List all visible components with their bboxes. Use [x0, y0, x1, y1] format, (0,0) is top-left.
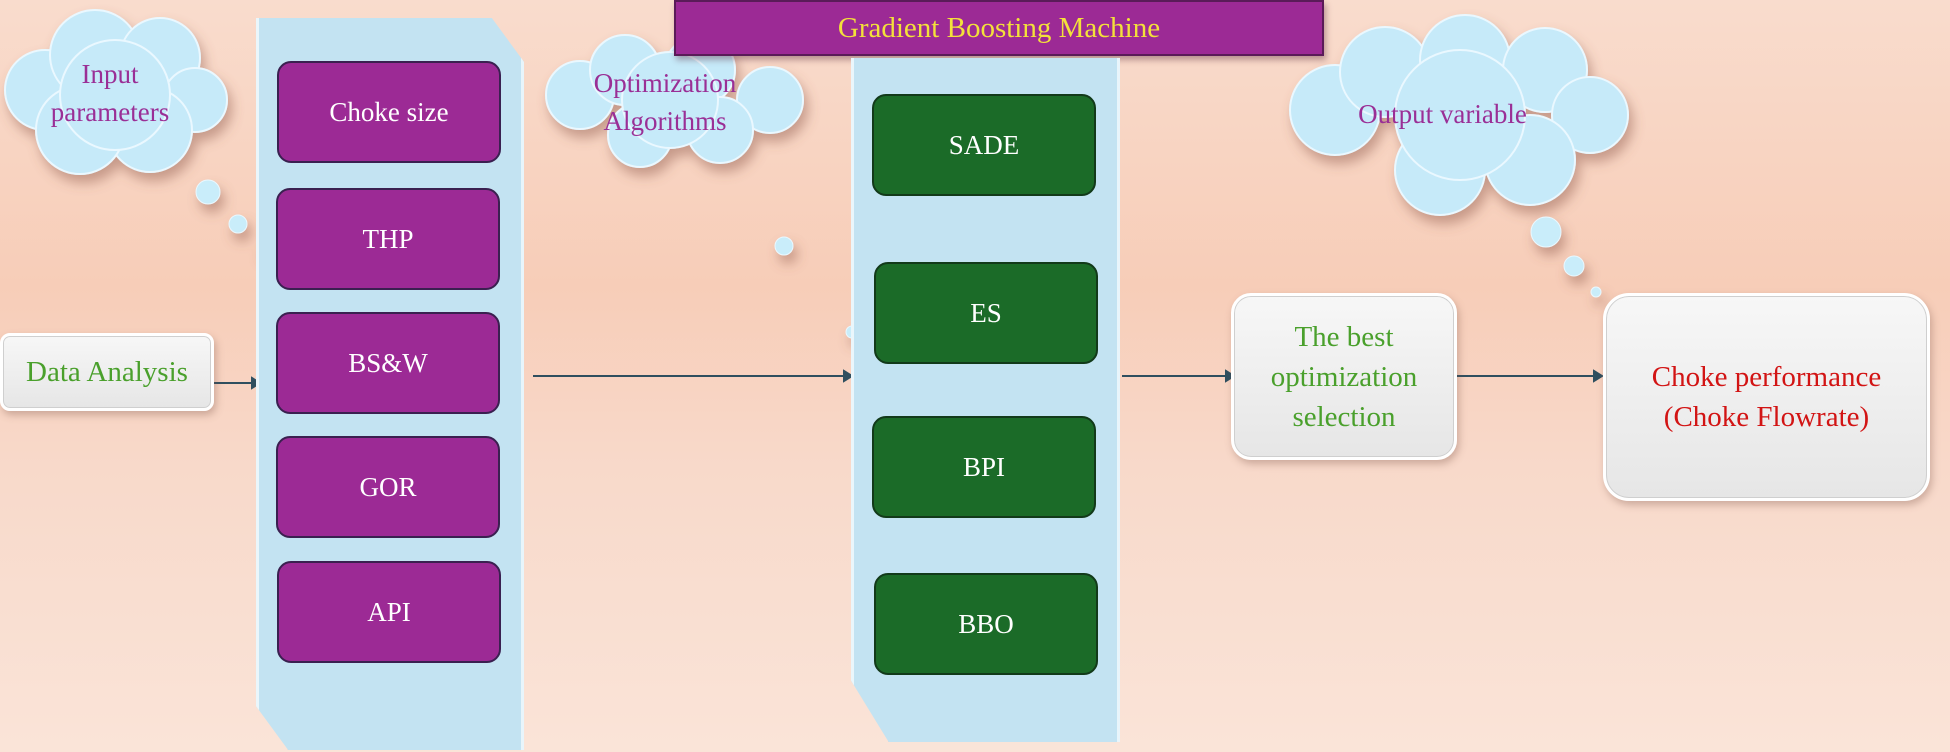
input-cloud-line-1: Input: [81, 59, 139, 89]
best-selection-line-3: selection: [1292, 400, 1396, 433]
optimization-cloud-line-2: Algorithms: [603, 106, 727, 136]
output-cloud: [1289, 14, 1629, 216]
param-label: BS&W: [348, 347, 428, 378]
algo-label: SADE: [948, 129, 1020, 160]
algo-bpi: BPI: [872, 416, 1096, 518]
algo-es: ES: [874, 262, 1098, 364]
optimization-cloud: [545, 34, 804, 168]
best-selection-label: The best optimization selection: [1271, 317, 1418, 437]
output-line-2: (Choke Flowrate): [1663, 401, 1870, 433]
title-text: Gradient Boosting Machine: [837, 11, 1161, 44]
param-api: API: [277, 561, 501, 663]
title-banner: Gradient Boosting Machine: [674, 0, 1324, 56]
optimization-cloud-line-1: Optimization: [593, 68, 737, 98]
output-label: Choke performance (Choke Flowrate): [1652, 357, 1881, 437]
algo-label: BBO: [958, 608, 1014, 639]
optimization-cloud-label: Optimization Algorithms: [580, 64, 750, 140]
param-thp: THP: [276, 188, 500, 290]
best-selection-box: The best optimization selection: [1231, 293, 1457, 460]
output-line-1: Choke performance: [1651, 361, 1882, 393]
param-bsw: BS&W: [276, 312, 500, 414]
param-gor: GOR: [276, 436, 500, 538]
param-label: GOR: [359, 471, 417, 502]
best-selection-line-2: optimization: [1270, 360, 1418, 393]
algo-label: ES: [970, 297, 1002, 328]
algo-bbo: BBO: [874, 573, 1098, 675]
best-selection-line-1: The best: [1294, 320, 1394, 353]
algo-label: BPI: [962, 451, 1006, 482]
input-cloud-line-2: parameters: [50, 97, 170, 127]
input-cloud-label: Input parameters: [20, 55, 200, 131]
param-label: API: [367, 596, 411, 627]
algo-sade: SADE: [872, 94, 1096, 196]
param-label: Choke size: [329, 96, 449, 127]
param-label: THP: [362, 223, 414, 254]
data-analysis-label: Data Analysis: [26, 355, 188, 388]
connector-arrows: [212, 369, 1604, 390]
data-analysis-box: Data Analysis: [0, 333, 214, 411]
param-choke-size: Choke size: [277, 61, 501, 163]
input-cloud: [4, 9, 228, 175]
output-box: Choke performance (Choke Flowrate): [1603, 293, 1930, 501]
output-cloud-label: Output variable: [1358, 99, 1527, 129]
